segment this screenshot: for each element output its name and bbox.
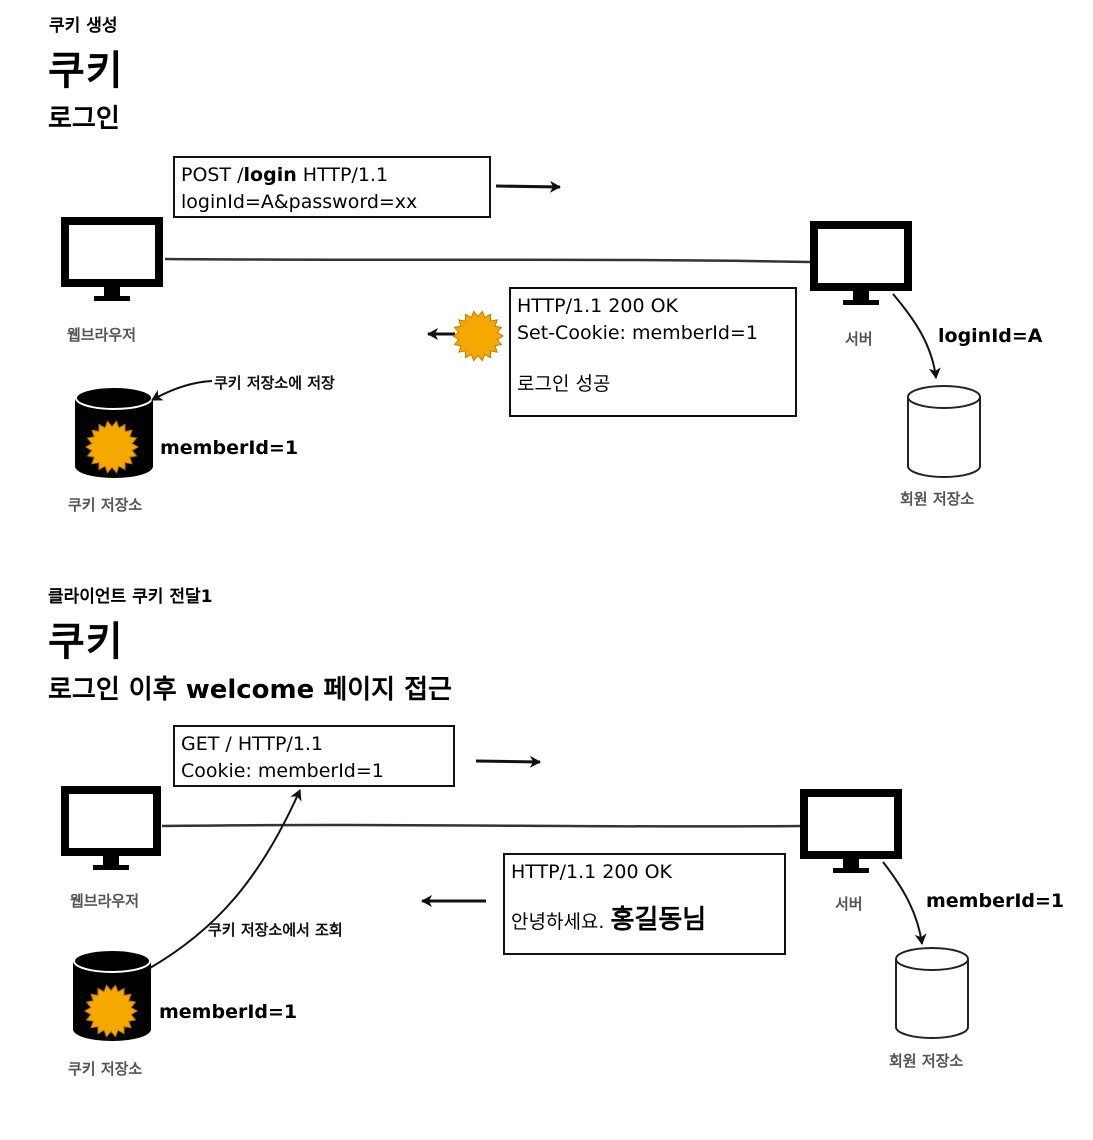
- server-monitor-icon-1: [810, 221, 912, 305]
- browser-monitor-icon-1: [61, 217, 163, 301]
- store-note-1: 쿠키 저장소에 저장: [214, 374, 335, 392]
- login-response-box: HTTP/1.1 200 OK Set-Cookie: memberId=1 로…: [509, 287, 797, 417]
- store-note-arrow-1: [151, 380, 213, 401]
- server-monitor-icon-2: [800, 789, 902, 873]
- cookie-store-label-1: 쿠키 저장소: [68, 496, 143, 514]
- welcome-request-line-2: Cookie: memberId=1: [181, 760, 384, 782]
- welcome-response-box: HTTP/1.1 200 OK 안녕하세요. 홍길동님: [503, 853, 786, 955]
- request-arrow-2: [475, 755, 541, 768]
- greeting-name: 홍길동님: [610, 905, 707, 935]
- browser-label-1: 웹브라우저: [67, 326, 137, 344]
- section-1-label: 쿠키 생성: [49, 16, 118, 36]
- section-2-title: 쿠키: [48, 619, 124, 665]
- login-request-path: login: [243, 164, 297, 186]
- member-store-cylinder-icon-1: [907, 385, 981, 478]
- section-2-label: 클라이언트 쿠키 전달1: [48, 587, 213, 607]
- lookup-note-2: 쿠키 저장소에서 조회: [208, 921, 343, 939]
- browser-monitor-icon-2: [61, 786, 161, 870]
- member-store-cylinder-icon-2: [895, 947, 969, 1039]
- login-response-line-3: 로그인 성공: [517, 373, 611, 395]
- welcome-request-box: GET / HTTP/1.1 Cookie: memberId=1: [173, 725, 455, 787]
- cookie-store-label-2: 쿠키 저장소: [68, 1060, 143, 1078]
- login-request-box: POST /login HTTP/1.1 loginId=A&password=…: [173, 156, 491, 218]
- login-response-line-1: HTTP/1.1 200 OK: [517, 295, 678, 317]
- request-arrow-1: [495, 180, 561, 193]
- browser-label-2: 웹브라우저: [70, 892, 140, 910]
- login-request-line-2: loginId=A&password=xx: [181, 191, 418, 213]
- member-store-label-2: 회원 저장소: [889, 1052, 964, 1070]
- lookup-arrow-2: [149, 789, 302, 969]
- connection-line-1: [164, 257, 811, 264]
- server-query-arrow-2: [882, 861, 927, 945]
- section-1-title: 쿠키: [48, 48, 124, 94]
- section-1-subtitle: 로그인: [48, 104, 120, 134]
- connection-line-2: [161, 823, 801, 828]
- server-query-label-2: memberId=1: [926, 890, 1065, 912]
- member-store-label-1: 회원 저장소: [900, 490, 975, 508]
- welcome-response-line-1: HTTP/1.1 200 OK: [511, 861, 672, 883]
- cookie-icon-response-1: [452, 310, 504, 362]
- login-response-line-2: Set-Cookie: memberId=1: [517, 322, 758, 344]
- welcome-response-line-2: 안녕하세요. 홍길동님: [511, 904, 778, 938]
- server-query-arrow-1: [892, 293, 941, 379]
- greeting-text: 안녕하세요.: [511, 911, 605, 933]
- cookie-icon-store-1: [85, 420, 139, 474]
- cookie-value-2: memberId=1: [159, 1001, 298, 1023]
- welcome-request-line-1: GET / HTTP/1.1: [181, 733, 324, 755]
- server-label-1: 서버: [845, 330, 873, 348]
- section-2-subtitle: 로그인 이후 welcome 페이지 접근: [48, 675, 452, 705]
- server-label-2: 서버: [835, 895, 863, 913]
- server-query-label-1: loginId=A: [938, 325, 1043, 347]
- login-request-line-1: POST /login HTTP/1.1: [181, 164, 389, 186]
- cookie-value-1: memberId=1: [160, 437, 299, 459]
- cookie-icon-store-2: [84, 984, 138, 1038]
